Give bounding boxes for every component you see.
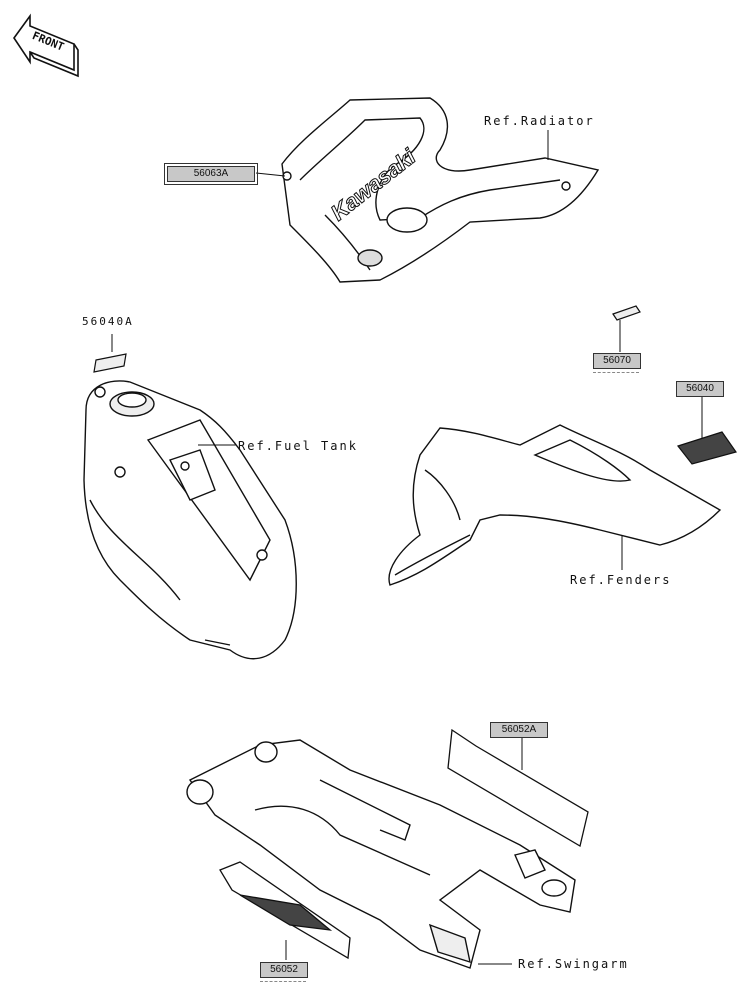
part-56052-underline — [260, 981, 306, 982]
fender-label-part — [676, 431, 737, 465]
part-56063A-label: 56063A — [164, 163, 258, 185]
ref-fenders-label: Ref.Fenders — [570, 573, 672, 587]
ref-fuel-tank-label: Ref.Fuel Tank — [238, 439, 358, 453]
part-56052-label: 56052 — [260, 962, 308, 978]
swingarm-lower-decal-part — [219, 861, 351, 960]
radiator-shroud-decal: Kawasaki — [281, 97, 600, 283]
front-arrow-icon: FRONT — [13, 13, 79, 78]
fuel-tank — [83, 380, 297, 660]
leader-56063A — [255, 172, 286, 177]
part-56040A-label: 56040A — [82, 315, 134, 328]
fender-small-label-part — [612, 305, 641, 321]
ref-swingarm-label: Ref.Swingarm — [518, 957, 629, 971]
part-56040-label: 56040 — [676, 381, 724, 397]
part-56070-underline — [593, 372, 639, 373]
part-56070-label: 56070 — [593, 353, 641, 369]
swingarm — [186, 739, 576, 969]
swingarm-decal-part — [447, 728, 589, 848]
fuel-tank-label-part — [93, 353, 127, 373]
rear-fender — [388, 424, 722, 586]
part-56052A-label: 56052A — [490, 722, 548, 738]
ref-radiator-label: Ref.Radiator — [484, 114, 595, 128]
